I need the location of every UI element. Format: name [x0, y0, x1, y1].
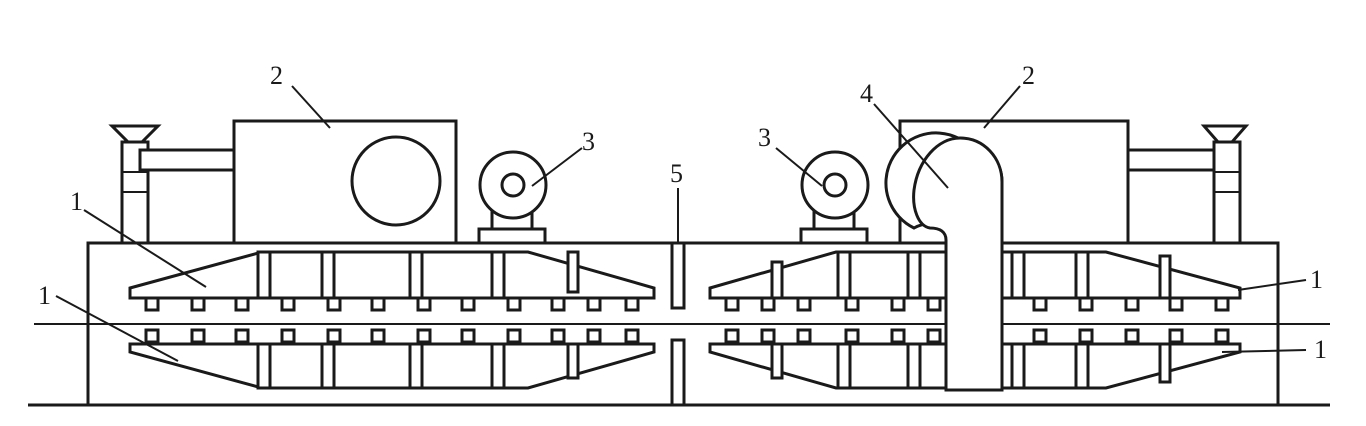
center-divider: [670, 241, 686, 407]
leader-lines: [55, 85, 1307, 362]
left-rollers-upper: [144, 296, 640, 312]
left-heat-exchanger-box: [232, 119, 458, 245]
right-intake-pipe: [1126, 124, 1250, 245]
right-fan: [799, 150, 870, 245]
label-1-top-right: 1: [1310, 265, 1323, 294]
label-4: 4: [860, 79, 873, 108]
right-rollers-lower: [724, 328, 1230, 344]
label-1-bottom-right: 1: [1314, 335, 1327, 364]
label-2-left: 2: [270, 61, 283, 90]
left-posts: [256, 250, 580, 390]
left-rollers-lower: [144, 328, 640, 344]
left-fan: [477, 150, 548, 245]
label-2-right: 2: [1022, 61, 1035, 90]
elbow-duct: [884, 131, 1004, 392]
label-1-bottom-left: 1: [38, 281, 51, 310]
right-rollers-upper: [724, 296, 1230, 312]
right-posts: [770, 250, 1172, 390]
left-intake-pipe: [108, 124, 236, 245]
label-3-left: 3: [582, 127, 595, 156]
label-1-top-left: 1: [70, 187, 83, 216]
label-3-right: 3: [758, 123, 771, 152]
label-5: 5: [670, 159, 683, 188]
